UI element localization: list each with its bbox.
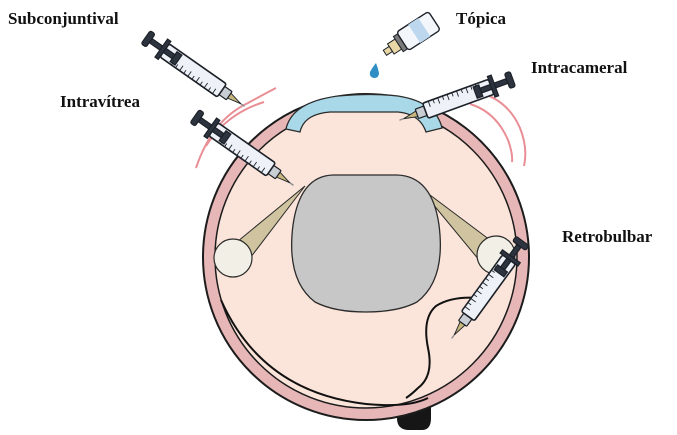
label-intravitrea: Intravítrea [60,92,140,111]
eye-dropper-icon [379,11,440,62]
ciliary-body-left [214,239,252,277]
label-intracameral: Intracameral [531,58,628,77]
syringe-subconjuntival [139,28,250,115]
label-subconjuntival: Subconjuntival [8,9,119,28]
label-retrobulbar: Retrobulbar [562,227,653,246]
label-topica: Tópica [456,9,507,28]
lens [292,175,441,312]
water-drop-icon [370,63,379,78]
